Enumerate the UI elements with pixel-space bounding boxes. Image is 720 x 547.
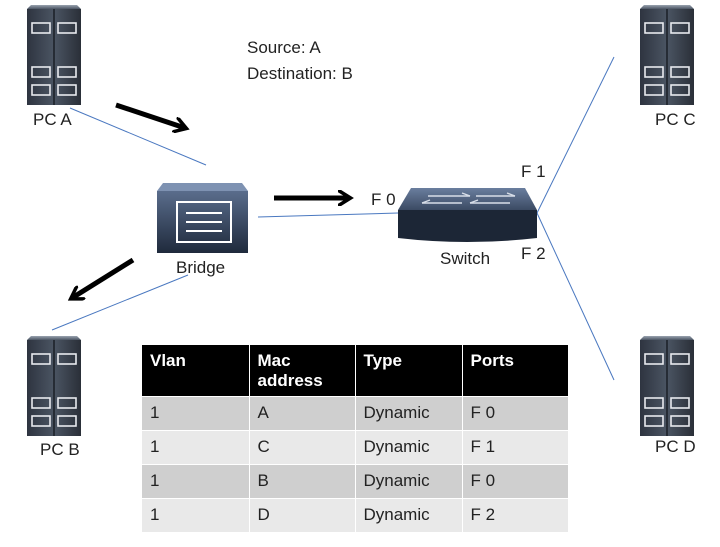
pc-d-server-icon <box>639 335 695 437</box>
cell-mac: D <box>249 497 356 532</box>
destination-label: Destination: B <box>247 64 353 83</box>
link-switch-pcd <box>536 212 615 381</box>
table-header-row: Vlan Mac address Type Ports <box>142 345 569 396</box>
port-f2-label: F 2 <box>521 244 546 263</box>
cell-port: F 2 <box>462 497 569 532</box>
switch-icon <box>398 188 537 242</box>
cell-mac: B <box>249 463 356 498</box>
table-row: 1 A Dynamic F 0 <box>142 395 569 430</box>
pc-a-label: PC A <box>33 110 72 129</box>
pc-d-label: PC D <box>655 437 696 456</box>
switch-label: Switch <box>440 249 491 268</box>
cell-type: Dynamic <box>355 429 463 464</box>
pc-c-label: PC C <box>655 110 696 129</box>
cell-port: F 1 <box>462 429 569 464</box>
cell-type: Dynamic <box>355 497 463 532</box>
link-pca-bridge <box>69 107 207 166</box>
cell-mac: C <box>249 429 356 464</box>
pc-b-label: PC B <box>40 440 80 459</box>
cell-port: F 0 <box>462 395 569 430</box>
table-row: 1 D Dynamic F 2 <box>142 497 569 532</box>
bridge-icon <box>157 183 248 253</box>
cell-vlan: 1 <box>142 497 250 532</box>
flow-arrow-pca-to-bridge <box>115 102 185 128</box>
header-mac-address: Mac address <box>249 345 356 396</box>
link-bridge-pcb <box>51 274 189 331</box>
cell-vlan: 1 <box>142 463 250 498</box>
table-row: 1 B Dynamic F 0 <box>142 463 569 498</box>
port-f1-label: F 1 <box>521 162 546 181</box>
header-ports: Ports <box>462 345 569 396</box>
port-f0-label: F 0 <box>371 190 396 209</box>
header-type: Type <box>355 345 463 396</box>
link-bridge-switch <box>257 212 399 218</box>
mac-address-table: Vlan Mac address Type Ports 1 A Dynamic … <box>142 345 569 532</box>
cell-mac: A <box>249 395 356 430</box>
cell-type: Dynamic <box>355 463 463 498</box>
header-vlan: Vlan <box>142 345 250 396</box>
link-switch-pcc <box>536 56 615 214</box>
cell-type: Dynamic <box>355 395 463 430</box>
source-label: Source: A <box>247 38 321 57</box>
flow-arrow-bridge-to-pcb <box>72 257 135 298</box>
pc-b-server-icon <box>26 335 82 437</box>
cell-vlan: 1 <box>142 395 250 430</box>
cell-vlan: 1 <box>142 429 250 464</box>
cell-port: F 0 <box>462 463 569 498</box>
table-row: 1 C Dynamic F 1 <box>142 429 569 464</box>
bridge-label: Bridge <box>176 258 226 277</box>
pc-c-server-icon <box>639 4 695 106</box>
pc-a-server-icon <box>26 4 82 106</box>
